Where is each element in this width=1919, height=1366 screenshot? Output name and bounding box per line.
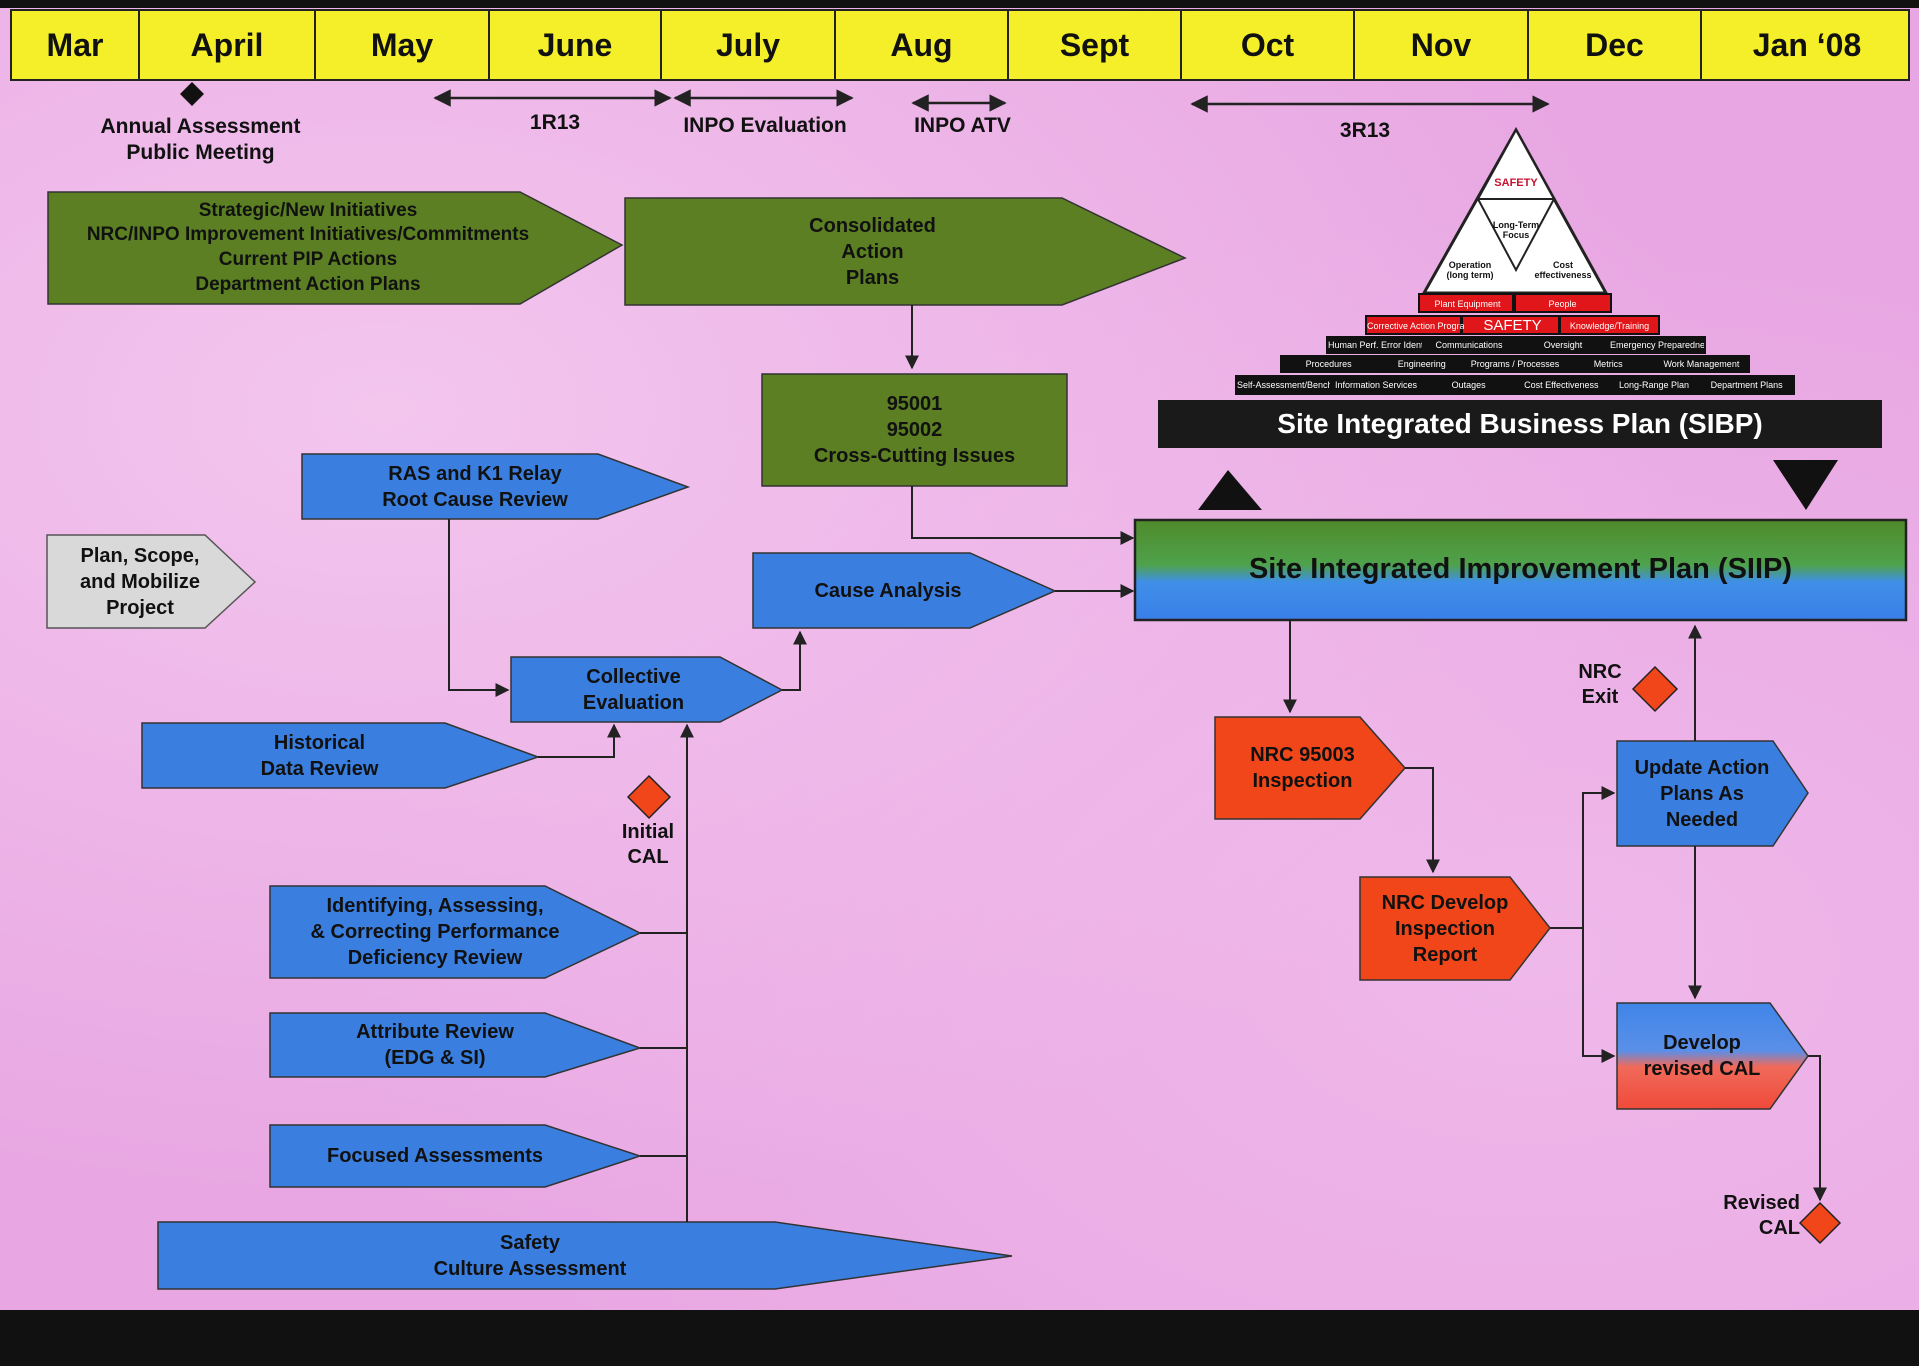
month-label: Sept [1009,11,1182,79]
initial-cal-diamond-icon [626,774,672,820]
inpo-eval-label: INPO Evaluation [683,114,847,137]
safety-pyramid [1235,126,1795,395]
update-plans-shape [1616,740,1809,847]
pyramid-left-label: Operation (long term) [1446,260,1494,280]
month-label: Mar [12,11,140,79]
pyramid-right-label: Cost effectiveness [1534,260,1592,280]
down-triangle-icon [1773,460,1838,510]
update-plans-label: Update Action Plans As Needed [1634,756,1770,831]
pyramid-cell: Engineering [1397,359,1446,369]
ras-k1-shape [301,453,691,520]
inpo-atv-label: INPO ATV [914,114,1011,137]
identifying-label: Identifying, Assessing, & Correcting Per… [310,895,560,969]
up-triangle-icon [1198,470,1262,510]
siip-label: Site Integrated Improvement Plan (SIIP) [1248,553,1793,586]
pyramid-cell: Knowledge/Training [1569,321,1650,331]
sibp-shape [1158,400,1882,448]
pyramid-cell: Information Services [1334,380,1417,390]
pyramid-cell: Self-Assessment/Benchmarking [1237,380,1330,390]
ras-k1-label: RAS and K1 Relay Root Cause Review [382,462,568,511]
month-label: Oct [1182,11,1355,79]
initial-cal-label: Initial CAL [621,821,675,868]
annual-assessment-label: Annual Assessment Public Meeting [100,115,301,165]
month-label: Dec [1529,11,1702,79]
collective-eval-shape [510,656,784,723]
pyramid-cell: Long-Range Plan [1618,380,1690,390]
historical-shape [141,722,541,789]
95001-issues-label: 95001 95002 Cross-Cutting Issues [813,393,1016,467]
revised-cal-box-label: Develop revised CAL [1643,1032,1761,1080]
month-label: July [662,11,836,79]
pyramid-top-label: SAFETY [1494,177,1538,189]
attribute-shape [269,1012,643,1078]
revised-cal-diamond-icon [1798,1201,1842,1245]
pyramid-cell: Corrective Action Program [1367,321,1464,331]
cause-analysis-shape [752,552,1057,629]
plan-scope-shape [46,534,257,629]
sibp-label: Site Integrated Business Plan (SIBP) [1277,407,1763,439]
month-label: Jan ‘08 [1752,26,1862,63]
connectors [448,305,1827,1222]
95001-issues-shape [761,373,1068,487]
pyramid-cell: People [1548,299,1577,309]
cause-analysis-label: Cause Analysis [814,579,962,602]
siip-shape [1133,518,1908,622]
pyramid-cell: Plant Equipment [1434,299,1501,309]
month-label: Nov [1355,11,1529,79]
safety-culture-shape [157,1221,1013,1290]
pyramid-cell: SAFETY [1483,318,1542,334]
identifying-shape [269,885,642,979]
nrc-report-shape [1359,876,1551,981]
historical-label: Historical Data Review [260,731,379,780]
plan-scope-label: Plan, Scope, and Mobilize Project [80,544,200,619]
focused-shape [269,1124,643,1188]
collective-eval-label: Collective Evaluation [582,665,685,714]
nrc-95003-shape [1214,716,1407,820]
pyramid-cell: Cost Effectiveness [1524,380,1599,390]
revised-cal-label: Revised CAL [1723,1192,1800,1239]
month-label: June [490,11,662,79]
pyramid-cell: Human Perf. Error Identifying [1328,340,1422,350]
pyramid-cell: Communications [1435,340,1503,350]
safety-culture-label: Safety Culture Assessment [433,1231,627,1280]
nrc-95003-label: NRC 95003 Inspection [1250,744,1355,792]
strategic-initiatives-shape [47,191,624,305]
focused-label: Focused Assessments [326,1145,543,1167]
1r13-label: 1R13 [529,111,581,134]
pyramid-cell: Metrics [1593,359,1623,369]
pyramid-cell: Programs / Processes [1470,359,1560,369]
month-label: May [316,11,490,79]
annual-assessment-diamond [180,82,204,106]
nrc-report-label: NRC Develop Inspection Report [1381,891,1509,966]
strategic-initiatives-label: Strategic/New Initiatives NRC/INPO Impro… [86,199,530,295]
nrc-exit-label: NRC Exit [1578,661,1622,708]
month-label: Aug [836,11,1009,79]
revised-cal-shape [1616,1002,1809,1110]
3r13-label: 3R13 [1339,119,1391,142]
pyramid-cell: Procedures [1305,359,1352,369]
pyramid-cell: Emergency Preparedness [1610,340,1704,350]
pyramid-cell: Department Plans [1710,380,1783,390]
pyramid-cell: Oversight [1543,340,1583,350]
pyramid-cell: Work Management [1663,359,1740,369]
consolidated-plans-label: Consolidated Action Plans [809,214,936,289]
top-border [0,0,1919,8]
pyramid-cell: Outages [1451,380,1486,390]
bottom-border [0,1310,1919,1366]
consolidated-plans-shape [624,197,1187,306]
attribute-label: Attribute Review (EDG & SI) [356,1021,514,1069]
pyramid-mid-label: Long-Term Focus [1492,220,1540,240]
nrc-exit-diamond-icon [1631,665,1679,713]
month-label: April [140,11,316,79]
